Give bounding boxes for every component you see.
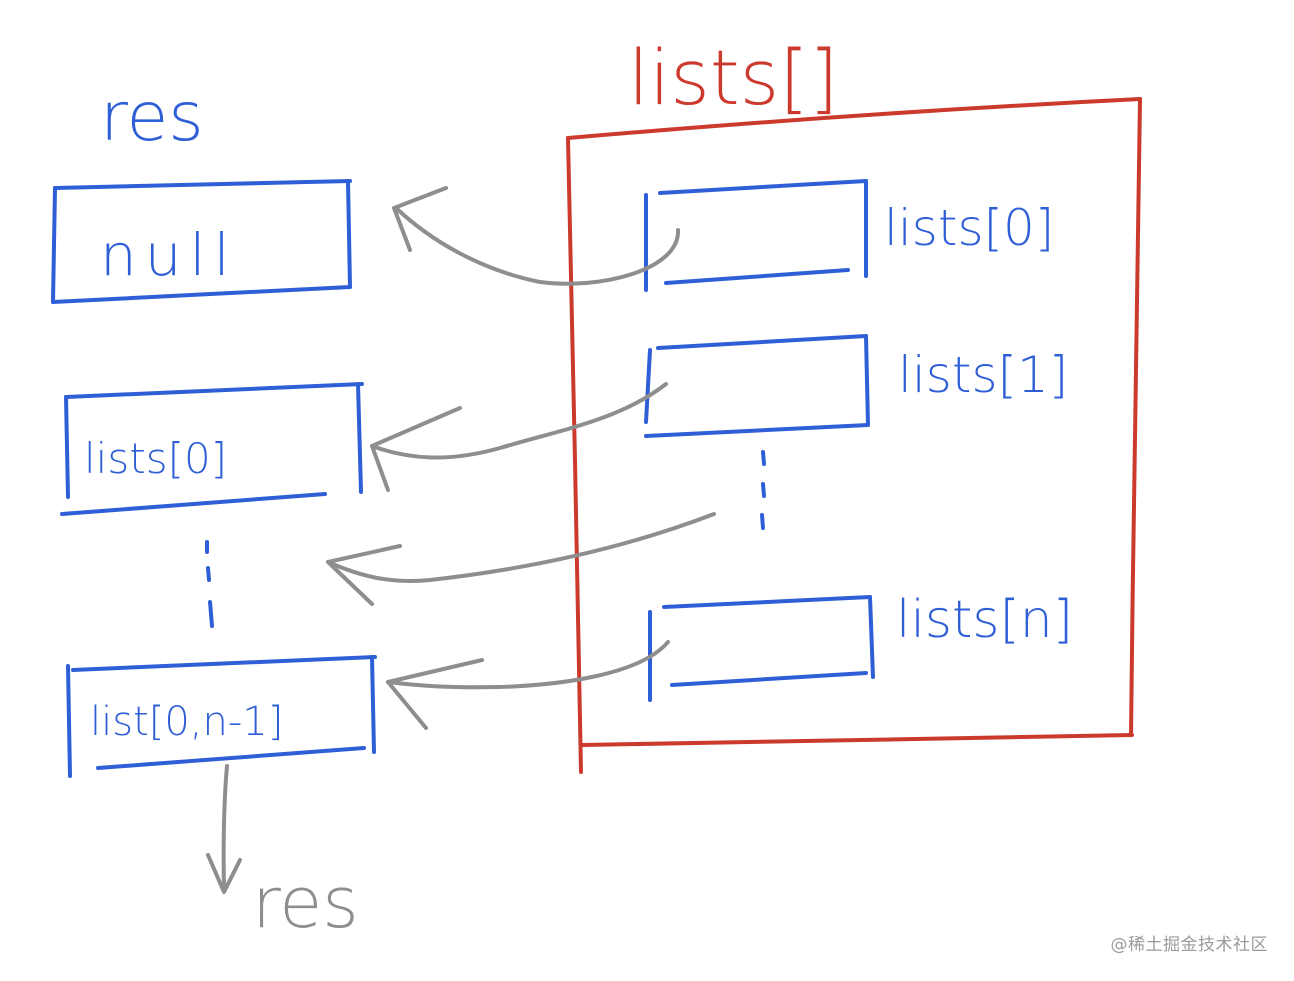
arrow-ellipsis: [326, 512, 716, 584]
arrow-lists1-to-res1: [370, 382, 668, 460]
res-box-merged-label: list[0,n-1]: [90, 699, 283, 745]
connector-arrows: [326, 186, 716, 730]
res-box-lists0: [60, 382, 364, 516]
lists-node-n: [648, 595, 875, 702]
res-box-null: [51, 179, 352, 304]
lists-node-n-label: lists[n]: [896, 590, 1073, 650]
res-ellipsis-dots: [205, 540, 214, 628]
arrow-listsn-to-merged: [386, 640, 670, 690]
output-arrow: [206, 764, 242, 894]
arrow-lists0-to-null: [394, 206, 681, 286]
lists-node-0-label: lists[0]: [884, 199, 1054, 257]
output-res-label: res: [252, 862, 359, 944]
res-box-merged: [66, 655, 377, 778]
lists-ellipsis-dots: [760, 450, 766, 530]
res-title-label: res: [100, 78, 204, 157]
lists-title-label: lists[]: [628, 33, 839, 122]
res-box-lists0-label: lists[0]: [84, 434, 227, 483]
lists-node-1: [644, 334, 870, 438]
lists-node-0: [644, 179, 868, 292]
res-box-null-label: null: [100, 221, 238, 289]
lists-node-1-label: lists[1]: [898, 346, 1068, 404]
watermark-text: @稀土掘金技术社区: [1110, 935, 1268, 955]
lists-container: [566, 97, 1142, 774]
